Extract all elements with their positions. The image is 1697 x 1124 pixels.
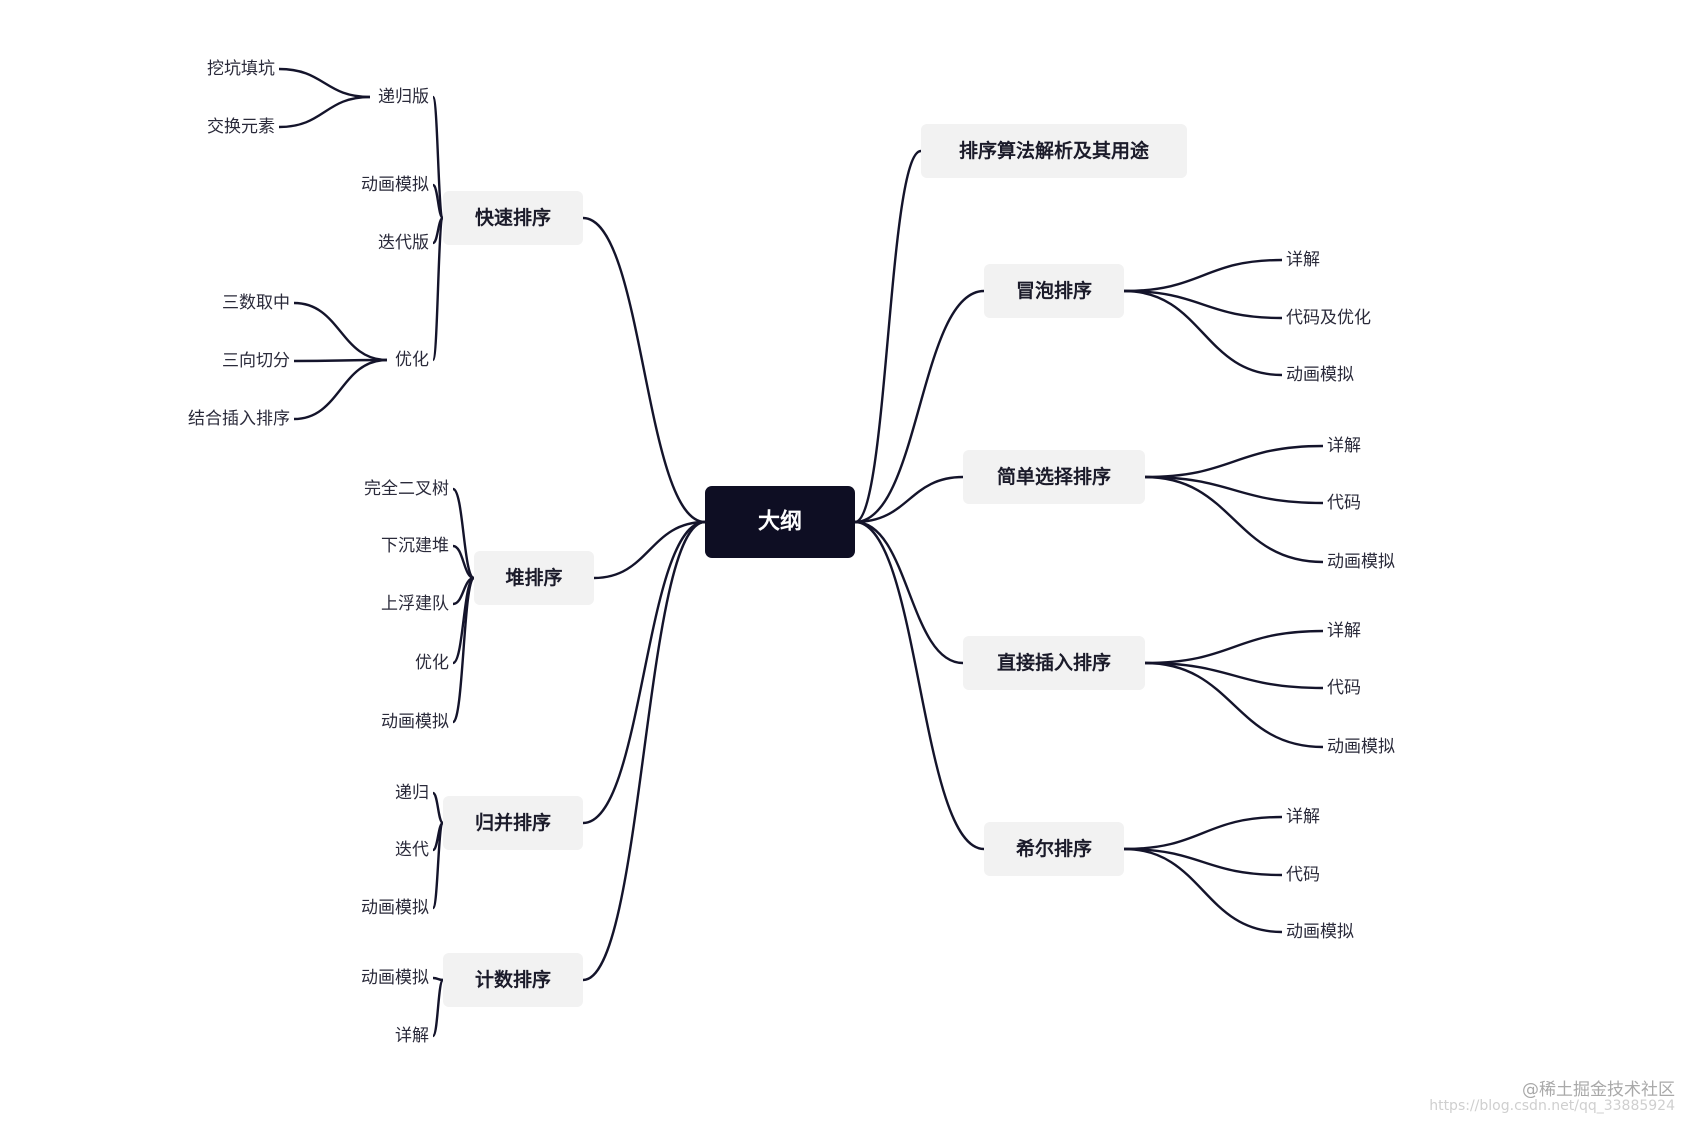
edge-bubble-0 [1123,258,1283,293]
edge-bubble-2 [1123,289,1283,377]
edge-quick-3-1 [293,358,388,363]
leaf-quick-3-0: 三数取中 [222,293,290,313]
leaf-quick-3-2: 结合插入排序 [188,409,290,429]
edge-merge-2 [431,821,445,910]
leaf-bubble-1: 代码及优化 [1286,308,1371,328]
edge-count-1 [431,978,445,1038]
leaf-heap-1: 下沉建堆 [381,536,449,556]
leaf-quick-0-1: 交换元素 [207,117,275,137]
edge-root-shell [854,520,985,851]
edge-root-insert [854,520,964,665]
leaf-select-0: 详解 [1327,436,1361,456]
leaf-merge-0: 递归 [395,783,429,803]
branch-label-heap: 堆排序 [505,566,562,589]
leaf-heap-4: 动画模拟 [381,712,449,732]
mindmap-edges [278,67,1324,1038]
edge-root-count [582,520,706,982]
leaf-select-2: 动画模拟 [1327,552,1395,572]
branch-label-insert: 直接插入排序 [997,651,1111,674]
leaf-heap-0: 完全二叉树 [364,479,449,499]
leaf-count-1: 详解 [395,1026,429,1046]
leaf-insert-0: 详解 [1327,621,1361,641]
branch-node-select[interactable] [963,450,1145,504]
branch-label-select: 简单选择排序 [997,465,1111,488]
leaf-select-1: 代码 [1327,493,1361,513]
edge-root-merge [582,520,706,825]
leaf-quick-3-1: 三向切分 [222,351,290,371]
leaf-heap-2: 上浮建队 [381,594,449,614]
edge-quick-0-1 [278,95,371,129]
edge-quick-3 [431,216,445,362]
edge-heap-1 [452,544,475,580]
branch-node-bubble[interactable] [984,264,1124,318]
edge-select-2 [1144,475,1324,564]
edge-quick-3-2 [293,358,388,421]
edge-bubble-1 [1123,289,1283,320]
leaf-shell-1: 代码 [1286,865,1320,885]
leaf-quick-3: 优化 [395,350,429,370]
edge-heap-0 [451,487,476,580]
root-node[interactable] [705,486,855,558]
root-label: 大纲 [758,509,802,535]
branch-node-intro[interactable] [921,124,1187,178]
leaf-merge-1: 迭代 [395,840,429,860]
edge-merge-0 [431,791,445,825]
edge-root-bubble [854,289,985,524]
leaf-quick-0: 递归版 [378,87,429,107]
branch-label-count: 计数排序 [475,968,551,991]
edge-select-1 [1144,475,1324,505]
branch-node-insert[interactable] [963,636,1145,690]
edge-root-select [854,475,964,524]
branch-node-merge[interactable] [443,796,583,850]
edge-root-quick [582,216,706,524]
leaf-quick-1: 动画模拟 [361,175,429,195]
branch-node-quick[interactable] [443,191,583,245]
edge-root-heap [593,520,706,580]
leaf-merge-2: 动画模拟 [361,898,429,918]
edge-heap-4 [451,576,476,724]
branch-node-count[interactable] [443,953,583,1007]
edge-quick-3-0 [293,301,388,362]
branch-node-heap[interactable] [474,551,594,605]
edge-insert-1 [1144,661,1324,690]
edge-shell-1 [1123,847,1283,877]
branch-label-quick: 快速排序 [475,206,551,229]
watermark-site: @稀土掘金技术社区 [1522,1080,1675,1100]
leaf-shell-0: 详解 [1286,807,1320,827]
branch-label-intro: 排序算法解析及其用途 [959,139,1150,162]
leaf-quick-0-0: 挖坑填坑 [207,59,275,79]
leaf-bubble-0: 详解 [1286,250,1320,270]
edge-shell-2 [1123,847,1283,934]
watermark-url: https://blog.csdn.net/qq_33885924 [1429,1098,1675,1114]
leaf-insert-1: 代码 [1327,678,1361,698]
edge-quick-0-0 [278,67,371,99]
branch-label-bubble: 冒泡排序 [1016,279,1092,302]
edge-shell-0 [1123,815,1283,851]
leaf-bubble-2: 动画模拟 [1286,365,1354,385]
branch-label-shell: 希尔排序 [1016,837,1092,860]
leaf-count-0: 动画模拟 [361,968,429,988]
edge-insert-0 [1144,629,1324,665]
leaf-shell-2: 动画模拟 [1286,922,1354,942]
mindmap-nodes: 大纲快速排序递归版挖坑填坑交换元素动画模拟迭代版优化三数取中三向切分结合插入排序… [188,59,1395,1046]
leaf-insert-2: 动画模拟 [1327,737,1395,757]
edge-select-0 [1144,444,1324,479]
branch-node-shell[interactable] [984,822,1124,876]
leaf-quick-2: 迭代版 [378,233,429,253]
edge-quick-0 [431,95,445,220]
branch-label-merge: 归并排序 [475,811,551,834]
edge-insert-2 [1144,661,1324,749]
leaf-heap-3: 优化 [415,653,449,673]
edge-root-intro [854,149,922,524]
